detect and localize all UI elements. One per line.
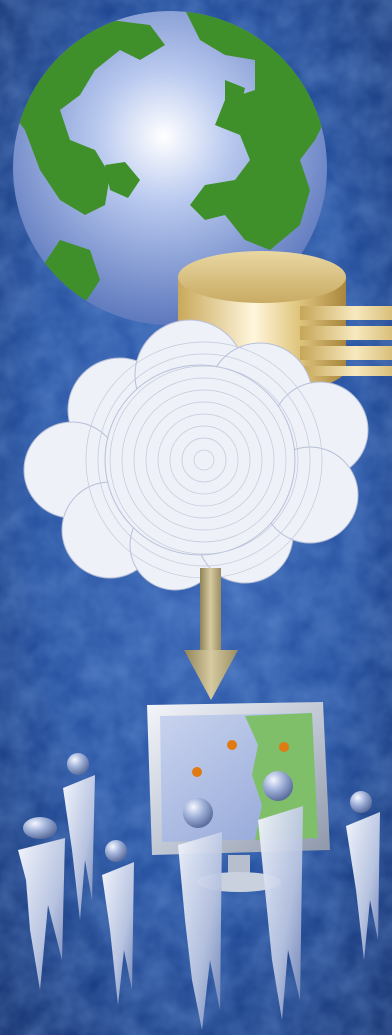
map-marker-icon bbox=[192, 767, 202, 777]
map-marker-icon bbox=[227, 740, 237, 750]
map-marker-icon bbox=[279, 742, 289, 752]
